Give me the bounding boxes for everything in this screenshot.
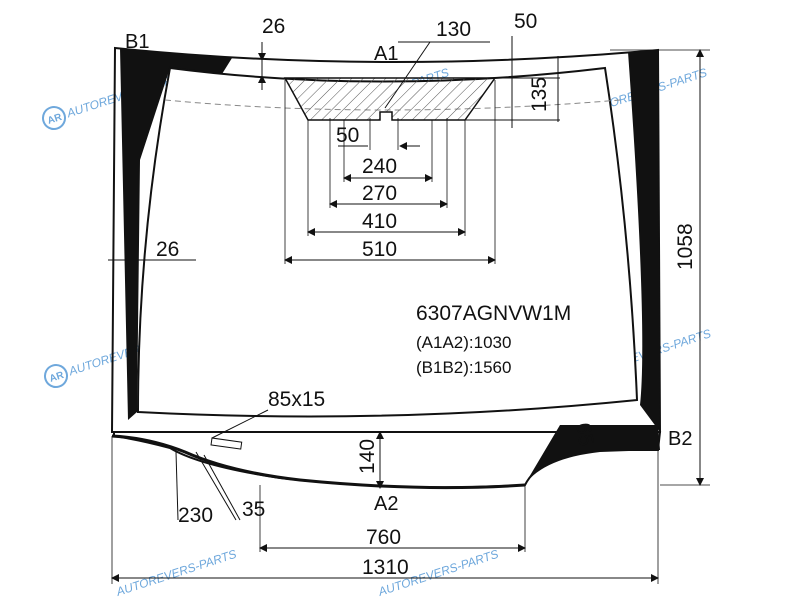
dim-notch: 50 bbox=[336, 124, 359, 147]
dim-height: 1058 bbox=[674, 223, 697, 270]
dim-top-band: 26 bbox=[262, 15, 285, 38]
label-a2: A2 bbox=[374, 493, 398, 515]
dim-230: 230 bbox=[178, 504, 213, 527]
corner-fill-bottom-right bbox=[525, 425, 660, 484]
svg-text:AR: AR bbox=[46, 112, 64, 127]
dim-410: 410 bbox=[362, 210, 397, 233]
bottom-edge bbox=[111, 434, 526, 490]
part-a1a2: (A1A2):1030 bbox=[416, 333, 511, 352]
corner-fill-right bbox=[628, 50, 660, 432]
dim-right-gap: 50 bbox=[514, 10, 537, 33]
label-a1: A1 bbox=[374, 43, 398, 65]
sensor-area bbox=[283, 77, 497, 121]
dimension-guides bbox=[284, 80, 496, 264]
svg-text:AUTOREVERS-PARTS: AUTOREVERS-PARTS bbox=[114, 547, 239, 599]
dim-bottom-140: 140 bbox=[356, 439, 379, 474]
dim-35: 35 bbox=[242, 498, 265, 521]
label-b1: B1 bbox=[125, 31, 149, 53]
dim-side-band: 26 bbox=[156, 238, 179, 261]
svg-text:AR: AR bbox=[48, 370, 66, 385]
dim-760: 760 bbox=[366, 526, 401, 549]
dim-sensor-width: 130 bbox=[436, 18, 471, 41]
corner-fill-top-left bbox=[115, 48, 232, 420]
dim-240: 240 bbox=[362, 155, 397, 178]
dim-corner: 65 bbox=[571, 421, 598, 448]
dim-270: 270 bbox=[362, 182, 397, 205]
part-code: 6307AGNVW1M bbox=[416, 302, 571, 325]
dim-sensor-height: 135 bbox=[528, 77, 551, 112]
dim-510: 510 bbox=[362, 238, 397, 261]
dim-width: 1310 bbox=[362, 556, 409, 579]
label-b2: B2 bbox=[668, 428, 692, 450]
part-b1b2: (B1B2):1560 bbox=[416, 358, 511, 377]
dim-vin: 85x15 bbox=[268, 388, 325, 411]
